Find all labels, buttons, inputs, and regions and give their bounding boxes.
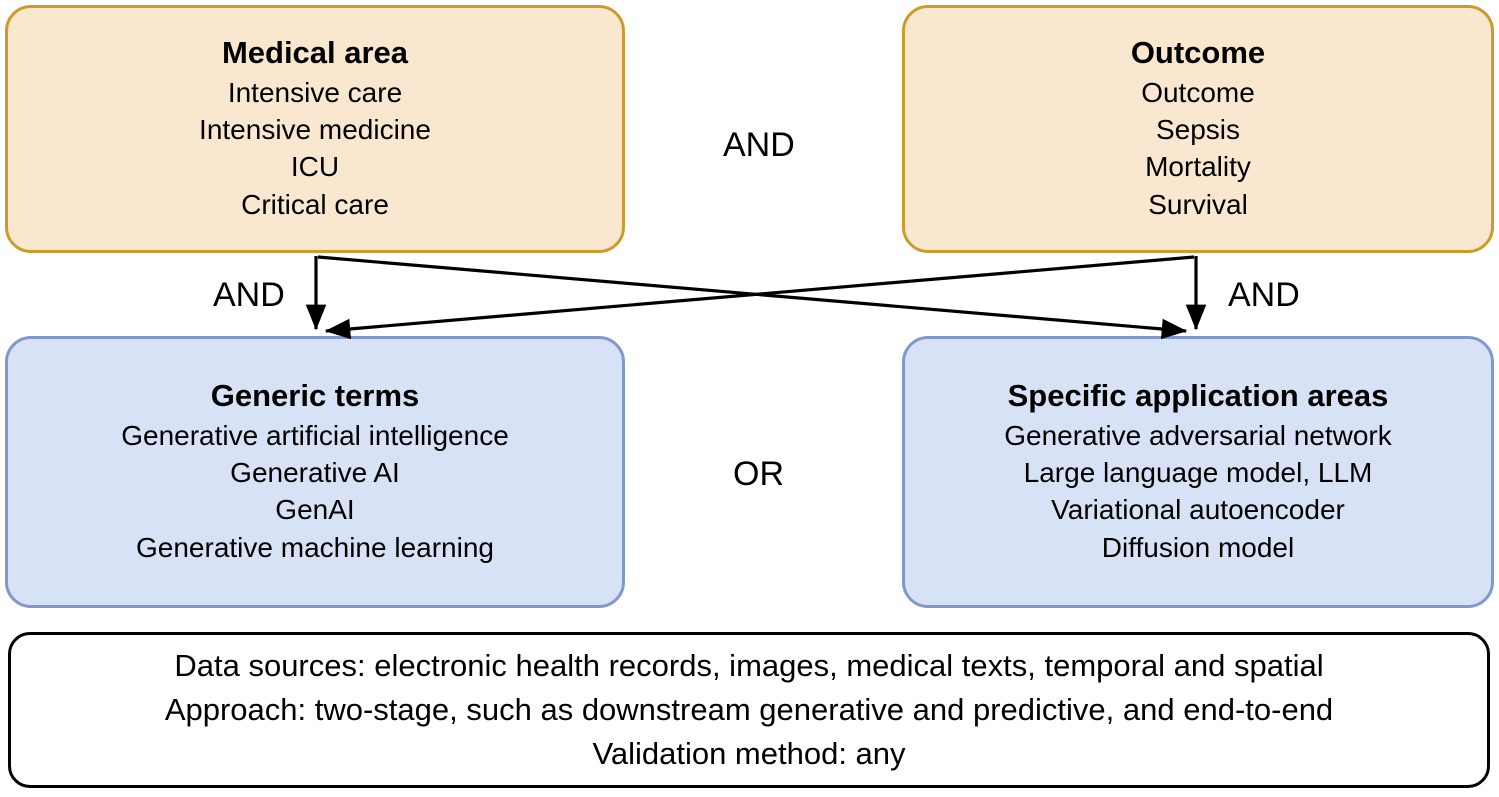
- operator-or-middle: OR: [733, 455, 784, 493]
- box-specific-application-areas[interactable]: Specific application areas Generative ad…: [902, 336, 1494, 608]
- box-generic-terms[interactable]: Generic terms Generative artificial inte…: [5, 336, 625, 608]
- operator-and-left: AND: [213, 276, 285, 314]
- box-outcome-item-2: Sepsis: [1155, 114, 1241, 146]
- box-outcome[interactable]: Outcome Outcome Sepsis Mortality Surviva…: [902, 5, 1494, 253]
- box-medical-area[interactable]: Medical area Intensive care Intensive me…: [5, 5, 625, 253]
- box-specific-application-areas-item-4: Diffusion model: [1101, 531, 1295, 563]
- box-outcome-item-3: Mortality: [1145, 151, 1251, 183]
- box-specific-application-areas-title: Specific application areas: [1007, 378, 1389, 414]
- operator-and-right: AND: [1228, 276, 1300, 314]
- box-generic-terms-item-2: Generative AI: [230, 457, 400, 489]
- criteria-line-approach: Approach: two-stage, such as downstream …: [164, 691, 1334, 727]
- operator-and-top: AND: [723, 126, 795, 164]
- box-specific-application-areas-item-1: Generative adversarial network: [1004, 419, 1392, 451]
- box-criteria[interactable]: Data sources: electronic health records,…: [8, 632, 1490, 788]
- criteria-line-data-sources: Data sources: electronic health records,…: [174, 647, 1324, 683]
- box-outcome-item-1: Outcome: [1141, 76, 1255, 108]
- box-generic-terms-item-1: Generative artificial intelligence: [121, 419, 509, 451]
- arrow-medical-area-to-specific-application-areas: [317, 255, 1188, 340]
- box-generic-terms-item-4: Generative machine learning: [136, 531, 494, 563]
- box-medical-area-item-4: Critical care: [241, 188, 389, 220]
- arrow-outcome-to-generic-terms: [324, 255, 1195, 340]
- box-generic-terms-item-3: GenAI: [275, 494, 355, 526]
- box-specific-application-areas-item-2: Large language model, LLM: [1023, 457, 1373, 489]
- box-outcome-item-4: Survival: [1148, 188, 1248, 220]
- box-specific-application-areas-item-3: Variational autoencoder: [1051, 494, 1345, 526]
- box-outcome-title: Outcome: [1130, 35, 1266, 71]
- box-medical-area-item-1: Intensive care: [227, 76, 403, 108]
- criteria-line-validation-method: Validation method: any: [592, 736, 906, 771]
- box-medical-area-item-2: Intensive medicine: [199, 114, 431, 146]
- box-medical-area-item-3: ICU: [290, 151, 340, 183]
- box-generic-terms-title: Generic terms: [210, 378, 420, 414]
- box-medical-area-title: Medical area: [221, 35, 409, 71]
